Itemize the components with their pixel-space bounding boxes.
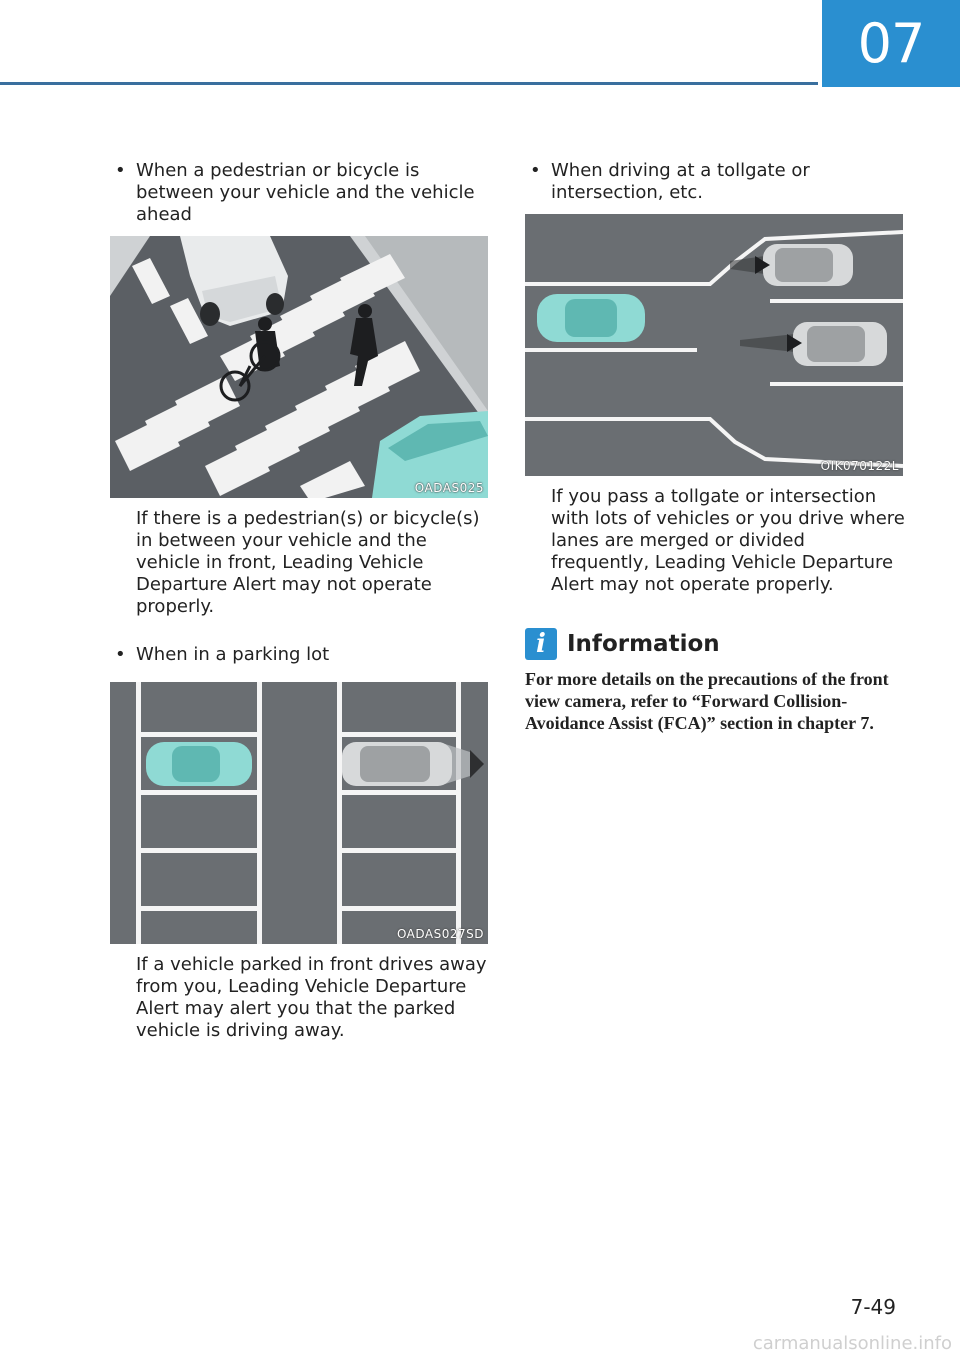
page-number: 7-49 [850, 1295, 896, 1319]
left-column: • When a pedestrian or bicycle is betwee… [110, 160, 490, 1042]
information-icon: i [525, 628, 557, 660]
paragraph-pedestrian: If there is a pedestrian(s) or bicycle(s… [136, 508, 480, 617]
bullet-dot: • [530, 160, 541, 181]
header-rule [0, 82, 818, 85]
chapter-tab: 07 [822, 0, 960, 87]
figure-code-label: OADAS027SD [396, 927, 484, 941]
info-text: For more details on the precautions of t… [525, 669, 889, 733]
figure-parking-lot: OADAS027SD [110, 682, 488, 944]
tollgate-illustration [525, 214, 903, 476]
bullet-dot: • [115, 644, 126, 665]
figure-tollgate: OIK070122L [525, 214, 903, 476]
watermark: carmanualsonline.info [752, 1333, 952, 1354]
bullet-parking: • When in a parking lot [110, 644, 490, 666]
figure-code-label: OIK070122L [820, 459, 899, 473]
crosswalk-illustration [110, 236, 488, 498]
bullet-tollgate: • When driving at a tollgate or intersec… [525, 160, 905, 204]
right-column: • When driving at a tollgate or intersec… [525, 160, 905, 734]
paragraph-tollgate: If you pass a tollgate or intersection w… [551, 486, 905, 595]
figure-crosswalk: OADAS025 [110, 236, 488, 498]
info-heading: i Information [525, 628, 905, 660]
parking-lot-illustration [110, 682, 488, 944]
bullet-tollgate-text: When driving at a tollgate or intersecti… [551, 160, 810, 203]
info-title: Information [567, 631, 720, 657]
bullet-dot: • [115, 160, 126, 181]
bullet-pedestrian: • When a pedestrian or bicycle is betwee… [110, 160, 490, 226]
figure-code-label: OADAS025 [414, 481, 484, 495]
paragraph-parking: If a vehicle parked in front drives away… [136, 954, 487, 1041]
bullet-parking-text: When in a parking lot [136, 644, 330, 665]
bullet-pedestrian-text: When a pedestrian or bicycle is between … [136, 160, 475, 225]
